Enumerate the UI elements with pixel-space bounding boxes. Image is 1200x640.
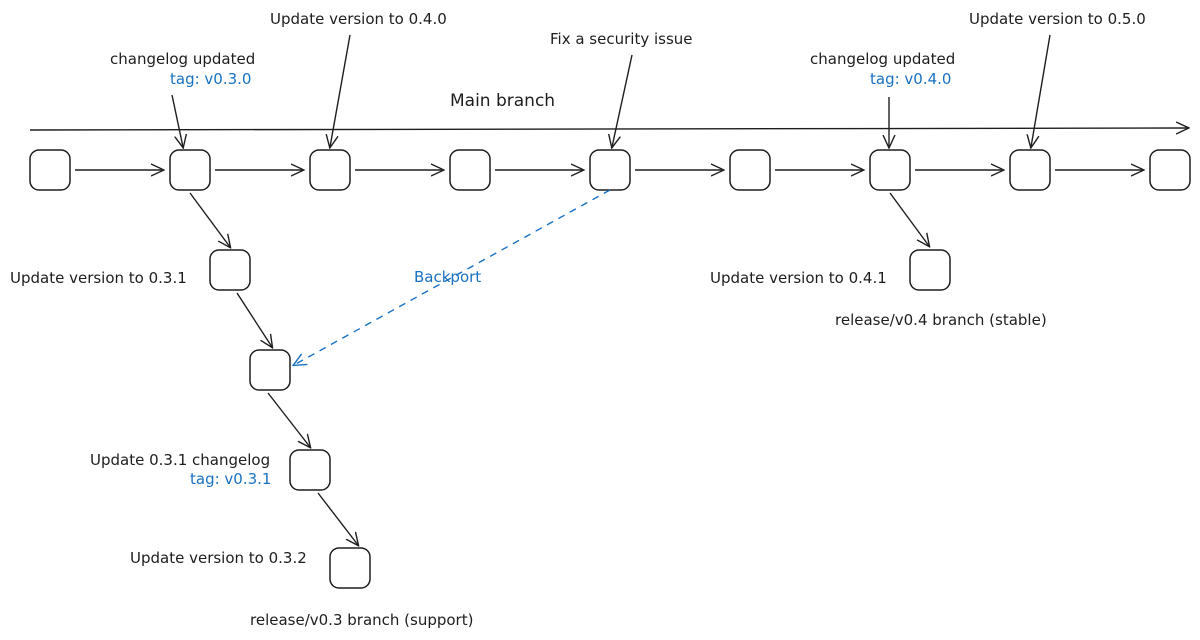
- commit-node: [169, 149, 211, 191]
- main-branch-label: Main branch: [450, 91, 556, 111]
- branch-arrow: [267, 392, 310, 447]
- branch-arrow: [317, 492, 358, 545]
- commit-node: [1149, 149, 1191, 191]
- branch-arrow: [236, 292, 272, 347]
- commit-node: [29, 149, 71, 191]
- update-031-label: Update version to 0.3.1: [10, 269, 187, 287]
- release-v03-label: release/v0.3 branch (support): [250, 611, 474, 629]
- changelog-updated-label: changelog updated: [810, 50, 956, 68]
- tag-v030-label: tag: v0.3.0: [170, 70, 252, 88]
- branch-arrow: [889, 192, 929, 246]
- update-050-label: Update version to 0.5.0: [969, 10, 1146, 28]
- release-v04-label: release/v0.4 branch (stable): [835, 311, 1047, 329]
- update-032-label: Update version to 0.3.2: [130, 549, 307, 567]
- fix-security-label: Fix a security issue: [550, 30, 693, 48]
- update-031-changelog-label: Update 0.3.1 changelog: [90, 451, 271, 469]
- changelog-updated-label: changelog updated: [110, 50, 256, 68]
- commit-node: [209, 249, 251, 291]
- commit-node: [289, 449, 331, 491]
- commit-node: [869, 149, 911, 191]
- tag-v031-label: tag: v0.3.1: [190, 470, 272, 488]
- annotation-pointer: [171, 94, 183, 147]
- backport-arrow: [294, 189, 611, 365]
- branch-arrow: [189, 192, 230, 247]
- commit-node: [249, 349, 291, 391]
- annotation-pointer: [330, 34, 351, 147]
- update-041-label: Update version to 0.4.1: [710, 269, 887, 287]
- update-040-label: Update version to 0.4.0: [270, 10, 447, 28]
- backport-label: Backport: [414, 268, 482, 286]
- commit-node: [449, 149, 491, 191]
- commit-node: [729, 149, 771, 191]
- commit-node: [1009, 149, 1051, 191]
- commit-node: [909, 249, 951, 291]
- main-branch-line: [29, 128, 1188, 130]
- commit-node: [329, 547, 371, 589]
- annotation-pointer: [1031, 34, 1051, 147]
- commit-node: [309, 149, 351, 191]
- commit-node: [589, 149, 631, 191]
- tag-v040-label: tag: v0.4.0: [870, 70, 952, 88]
- annotation-pointer: [612, 54, 633, 147]
